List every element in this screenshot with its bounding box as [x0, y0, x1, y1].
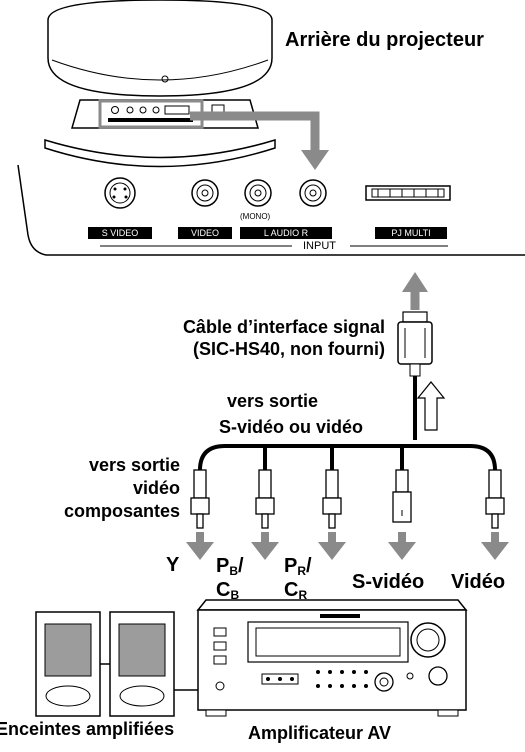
connector-label-cr: CR [284, 579, 308, 602]
component-out-line3: composantes [63, 501, 180, 521]
component-out-line1: vers sortie [88, 455, 180, 475]
svideo-out-line2: S-vidéo ou vidéo [219, 417, 364, 437]
svideo-out-line1: vers sortie [227, 391, 319, 411]
projector-rear-title: Arrière du projecteur [285, 29, 484, 51]
input-panel [17, 164, 525, 256]
cable-title-line2: (SIC-HS40, non fourni) [193, 339, 385, 359]
connector-label-pb: PB/ [216, 555, 244, 578]
powered-speakers [35, 611, 206, 717]
cable-harness [198, 376, 497, 471]
amplifier-label: Amplificateur AV [248, 723, 392, 743]
port-label-pj-multi: PJ MULTI [375, 227, 447, 239]
down-arrows [186, 532, 509, 560]
connector-label-video: Vidéo [451, 571, 506, 593]
speakers-label: Enceintes amplifiées [0, 719, 175, 739]
connector-label-svideo: S-vidéo [352, 571, 425, 593]
svideo-plug [392, 469, 412, 523]
signal-direction-hollow-arrow [416, 381, 446, 431]
connector-label-y: Y [166, 554, 180, 576]
rca-plug-video [485, 469, 505, 529]
input-group-label: INPUT [300, 240, 339, 252]
rear-to-panel-arrowhead [301, 150, 329, 170]
rear-to-panel-arrow [190, 111, 320, 150]
port-label-svideo: S VIDEO [88, 227, 152, 239]
rca-plug-pr [322, 469, 342, 529]
port-label-video: VIDEO [178, 227, 232, 239]
projector-illustration [44, 0, 276, 168]
connector-label-cb: CB [216, 579, 240, 602]
cable-title-line1: Câble d’interface signal [182, 317, 385, 337]
rca-plug-pb [255, 469, 275, 529]
port-label-audio: L AUDIO R [240, 227, 332, 239]
av-amplifier [196, 599, 468, 717]
component-out-line2: vidéo [132, 478, 180, 498]
rca-plug-y [190, 469, 210, 529]
mono-label: (MONO) [240, 212, 271, 221]
cable-up-arrowhead [402, 272, 428, 292]
connector-label-pr: PR/ [284, 555, 312, 578]
signal-cable-plug [397, 311, 433, 377]
